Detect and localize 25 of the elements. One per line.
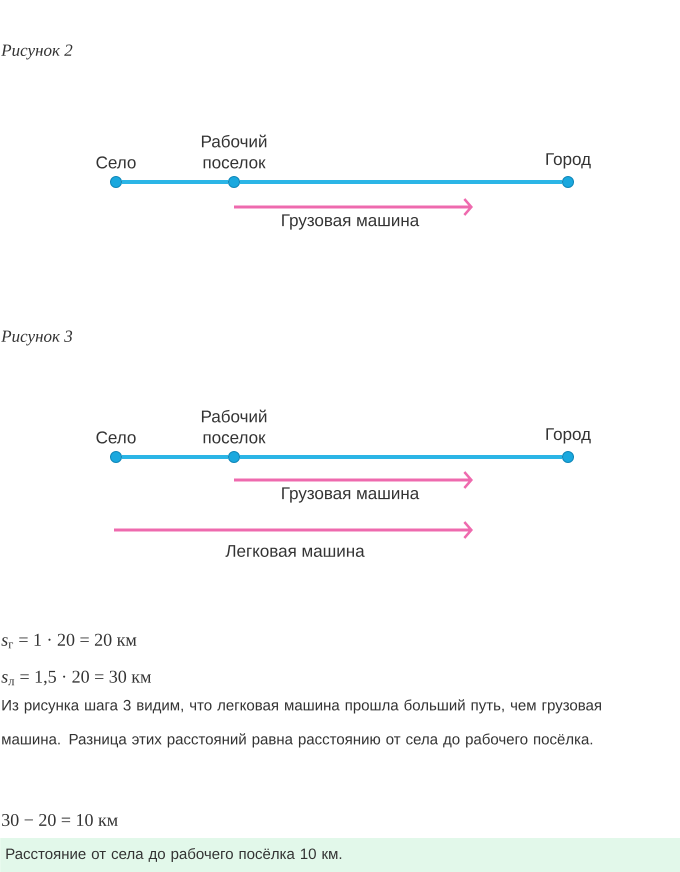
route-line	[122, 180, 228, 184]
node-label: Рабочий поселок	[202, 134, 266, 168]
node-label: Город	[546, 153, 591, 168]
paragraph: Из рисунка шага 3 видим, что легковая машина прошла больший путь, чем грузовая машина. Разница этих расстояний равна расстоянию от села до рабочего посёлка.	[2, 699, 601, 748]
route-line	[122, 455, 228, 459]
arrow-label: Грузовая машина	[282, 214, 420, 230]
labeled-point: Город	[546, 428, 591, 463]
node-label: Село	[96, 156, 136, 168]
labeled-point: Рабочий поселок	[202, 134, 266, 188]
arrow-label: Грузовая машина	[282, 487, 420, 503]
route-line	[240, 180, 562, 184]
formula: s$_{г}$ = 1 · 20 = 20 км	[1, 634, 136, 648]
node-label: Село	[96, 431, 136, 444]
labeled-point: Село	[96, 156, 136, 188]
node-label: Рабочий поселок	[202, 410, 266, 444]
figure-caption: Рисунок 2	[1, 44, 72, 60]
labeled-point: Город	[546, 153, 591, 188]
figure-caption: Рисунок 3	[1, 330, 72, 346]
formula: s$_{л}$ = 1,5 · 20 = 30 км	[1, 670, 152, 686]
labeled-point: Село	[96, 431, 136, 463]
route-line	[240, 455, 562, 459]
answer-band: Расстояние от села до рабочего посёлка 10 км.	[0, 838, 680, 872]
node-label: Город	[546, 428, 591, 444]
arrow-label: Легковая машина	[226, 545, 365, 557]
labeled-point: Рабочий поселок	[202, 410, 266, 463]
